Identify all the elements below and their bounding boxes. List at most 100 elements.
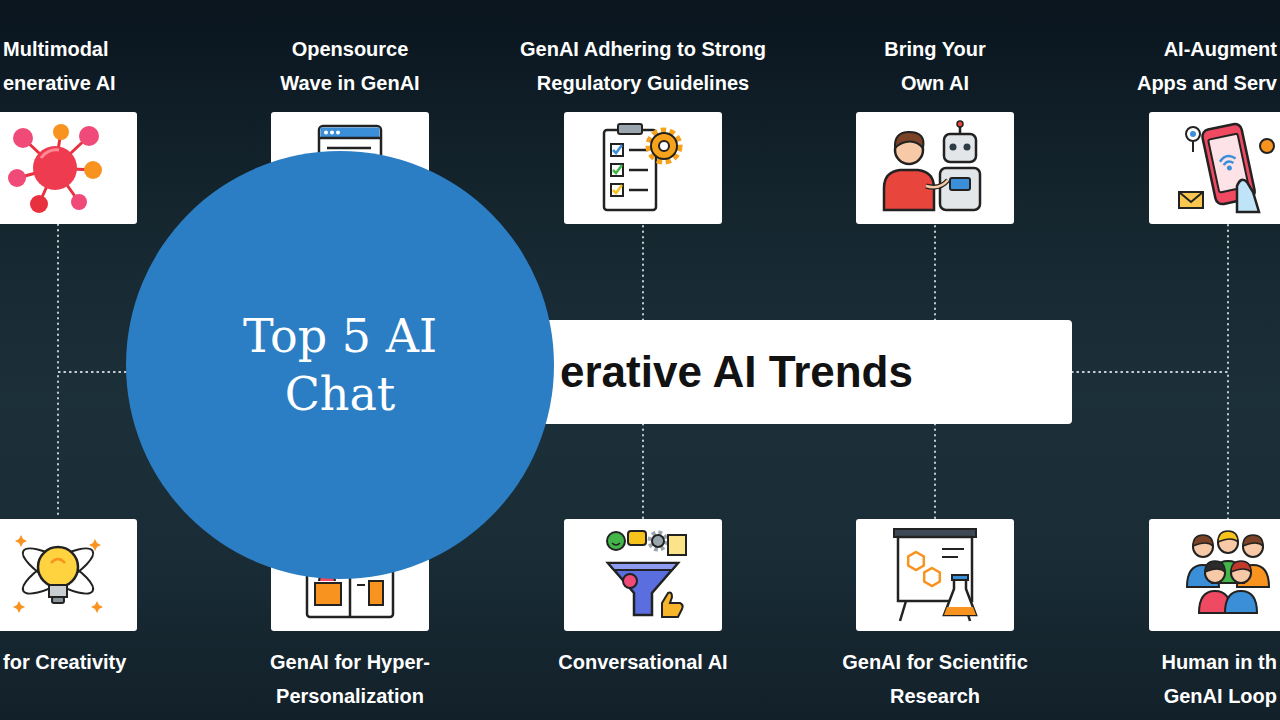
phone-icon-part [1237, 180, 1259, 212]
dotted-connector [934, 224, 936, 320]
funnel-icon-part [668, 535, 686, 555]
checklist-icon-part [629, 149, 648, 152]
bulb-icon-part [51, 559, 65, 563]
trend-card: GenAI for Scientific Research [856, 519, 1014, 631]
funnel-icon-part [612, 543, 620, 545]
person-robot-icon-part [884, 170, 934, 210]
lab-icon-part [944, 607, 976, 615]
funnel-icon [564, 519, 722, 631]
lab-icon-part [924, 568, 940, 586]
book-icon-part [369, 581, 383, 605]
bulb-icon-part [15, 535, 27, 547]
bulb-icon-part [17, 541, 98, 602]
bulb-icon-part [52, 597, 64, 603]
network-icon-part [71, 194, 87, 210]
title-circle: Top 5 AI Chat [126, 151, 554, 579]
lab-icon-part [942, 548, 964, 550]
trend-card: AI-Augment Apps and Serv [1149, 112, 1280, 224]
network-icon-part [79, 126, 99, 146]
checklist-icon-part [629, 150, 648, 190]
phone-icon-part [1186, 127, 1200, 141]
network-icon-part [30, 195, 48, 213]
checklist-icon-part [649, 131, 679, 161]
circle-shape [126, 151, 554, 579]
network-icon [0, 112, 137, 224]
browser-icon-part [319, 137, 381, 140]
lab-icon-part [908, 552, 924, 570]
trend-card: GenAI Adhering to Strong Regulatory Guid… [564, 112, 722, 224]
checklist-icon-part [613, 185, 622, 193]
lab-icon-part [944, 579, 976, 615]
phone-icon-part [1226, 165, 1232, 171]
people-icon [1149, 519, 1280, 631]
browser-icon-part [327, 147, 371, 150]
book-icon-part [357, 558, 385, 560]
book-icon-part [307, 533, 393, 617]
network-icon-part [41, 150, 59, 158]
checklist-icon-part [611, 144, 623, 156]
dotted-connector [934, 424, 936, 519]
network-icon-part [13, 128, 33, 148]
trend-label: Bring Your Own AI [883, 32, 987, 100]
checklist-icon [564, 112, 722, 224]
people-icon-part [1193, 535, 1213, 546]
person-robot-icon-part [940, 168, 980, 210]
bulb-icon-part [13, 601, 25, 613]
network-icon-part [33, 146, 77, 190]
book-icon-part [319, 573, 335, 581]
phone-icon-part [1179, 192, 1203, 202]
person-robot-icon-part [944, 134, 976, 162]
lab-icon-part [952, 575, 968, 580]
people-icon-part [1205, 561, 1225, 572]
trend-label: GenAI Adhering to Strong Regulatory Guid… [519, 32, 767, 100]
people-icon-part [1218, 531, 1238, 542]
funnel-icon-part [652, 535, 664, 547]
checklist-icon-part [613, 165, 622, 173]
trend-card: Multimodal enerative AI [0, 112, 137, 224]
book-icon-part [357, 548, 385, 550]
trend-card: Bring Your Own AI [856, 112, 1014, 224]
checklist-icon-part [618, 124, 642, 134]
person-robot-icon [856, 112, 1014, 224]
phone-icon-part [1179, 192, 1203, 208]
people-icon-part [1225, 561, 1257, 613]
funnel-icon-part [662, 593, 683, 618]
funnel-icon-part [650, 533, 666, 549]
trend-card: Conversational AI [564, 519, 722, 631]
person-robot-icon-part [950, 144, 957, 151]
lab-icon-part [942, 556, 958, 558]
browser-icon-part [321, 128, 380, 138]
checklist-icon-part [629, 189, 648, 192]
person-robot-icon-part [895, 132, 924, 148]
lab-icon-part [900, 601, 906, 621]
checklist-icon-part [613, 145, 622, 153]
person-robot-icon-part [926, 180, 948, 187]
trend-label: for Creativity [3, 645, 129, 679]
trend-label: AI-Augment Apps and Serv [1134, 32, 1277, 100]
book-icon-part [315, 583, 341, 605]
book-icon-part [315, 549, 385, 585]
people-icon-part [1231, 561, 1251, 572]
person-robot-icon-part [926, 180, 948, 187]
checklist-icon-part [659, 141, 669, 151]
bulb-icon-part [49, 585, 67, 597]
banner-title: erative AI Trends [560, 346, 915, 398]
bulb-icon-part [91, 601, 103, 613]
people-icon-part [1225, 591, 1257, 613]
dotted-connector [1072, 224, 1228, 372]
trend-label: GenAI for Hyper- Personalization [269, 645, 432, 713]
trend-label: Conversational AI [557, 645, 729, 679]
funnel-icon-part [608, 563, 678, 570]
phone-icon-part [1260, 139, 1274, 153]
circle-fill [126, 151, 554, 579]
funnel-icon-part [628, 531, 646, 545]
browser-icon-part [330, 131, 334, 135]
phone-icon-part [1190, 131, 1196, 137]
book-icon-part [349, 533, 352, 617]
person-robot-icon-part [950, 178, 970, 190]
checklist-icon-part [611, 164, 623, 176]
lab-icon [856, 519, 1014, 631]
funnel-icon-part [607, 532, 625, 550]
trend-card: for Creativity [0, 519, 137, 631]
